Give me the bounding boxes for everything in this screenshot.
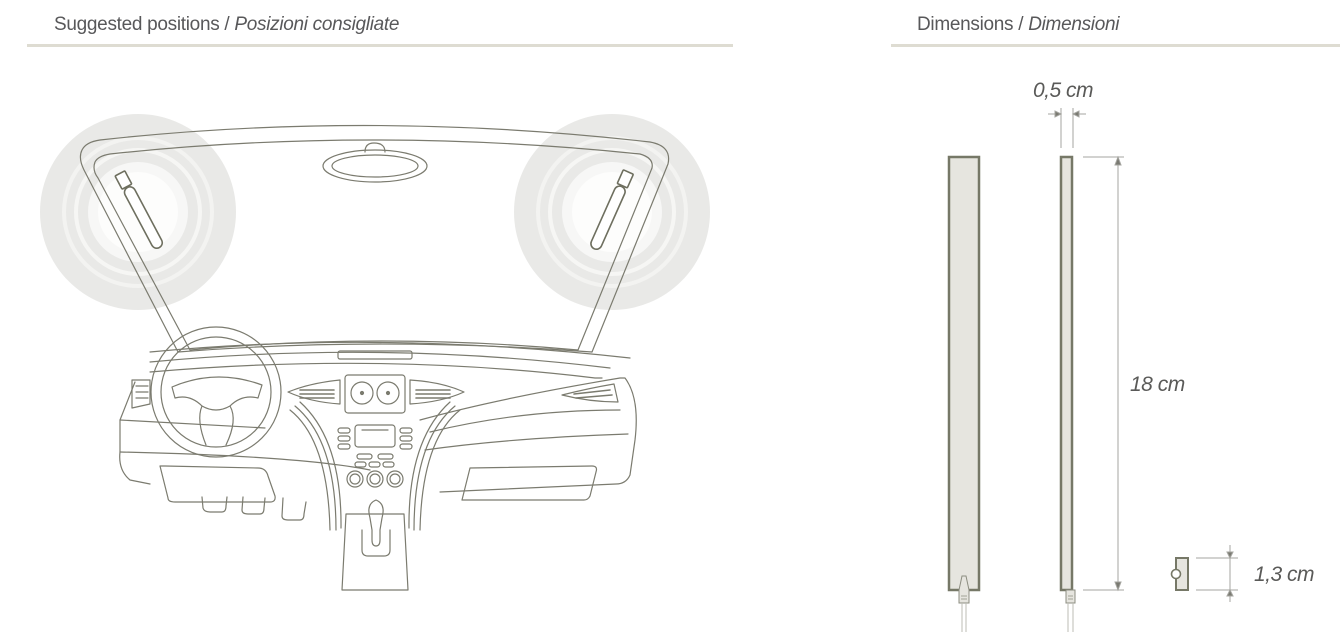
title-it: Dimensioni xyxy=(1028,14,1120,35)
section-title-positions: Suggested positions / Posizioni consigli… xyxy=(54,14,399,36)
antenna-right xyxy=(590,169,634,251)
connector-detail xyxy=(1170,557,1189,591)
strip-front-view xyxy=(947,155,981,632)
width-label: 0,5 cm xyxy=(1033,79,1094,102)
title-it: Posizioni consigliate xyxy=(234,14,400,35)
title-separator: / xyxy=(219,14,235,35)
connector-dimension-lines xyxy=(1196,545,1238,602)
antenna-left xyxy=(114,170,164,249)
section-divider-left xyxy=(27,44,733,47)
connector-label: 1,3 cm xyxy=(1254,563,1315,586)
car-interior-illustration xyxy=(40,114,710,591)
rearview-mirror xyxy=(364,142,386,153)
windshield-outer xyxy=(79,124,670,353)
title-en: Suggested positions xyxy=(54,14,220,35)
strip-side-view xyxy=(1059,155,1076,632)
gear-console xyxy=(341,513,409,591)
title-en: Dimensions xyxy=(917,14,1014,35)
title-separator: / xyxy=(1013,14,1029,35)
length-dimension-lines xyxy=(1083,155,1124,592)
length-label: 18 cm xyxy=(1130,373,1185,396)
steering-wheel xyxy=(150,326,282,458)
section-divider-right xyxy=(891,44,1340,47)
width-dimension-lines xyxy=(1048,108,1086,148)
windshield-inner xyxy=(93,139,653,351)
section-title-dimensions: Dimensions / Dimensioni xyxy=(917,14,1119,36)
